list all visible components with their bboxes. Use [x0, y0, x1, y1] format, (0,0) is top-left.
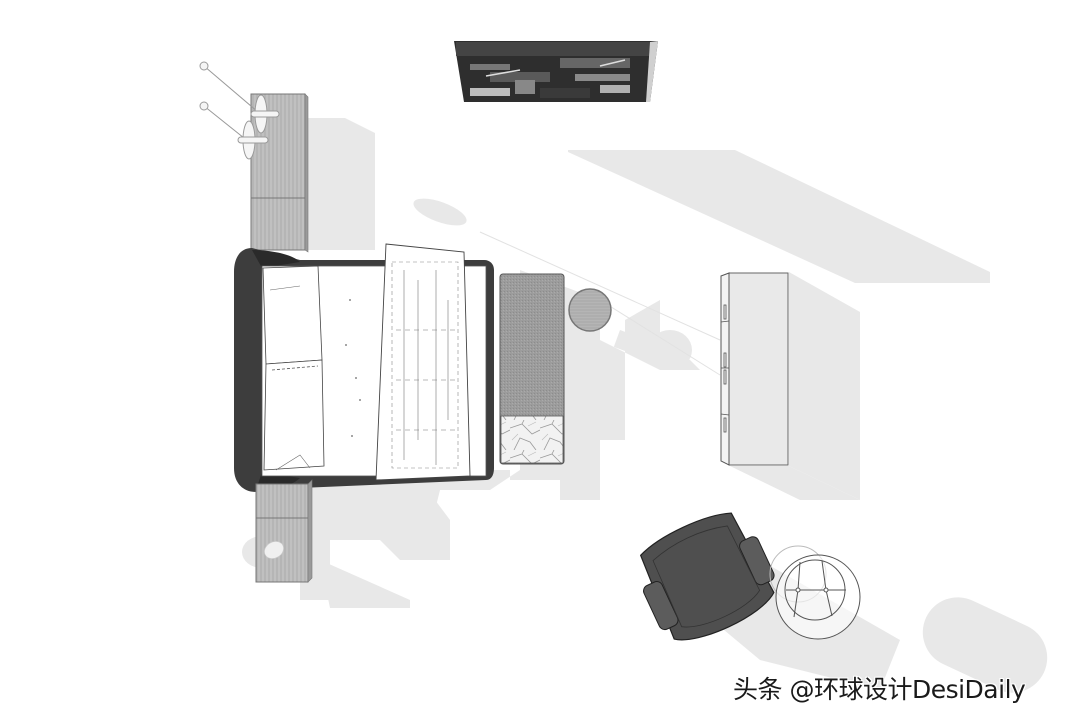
wall-sconces — [199, 61, 280, 160]
light-rays — [479, 231, 721, 376]
watermark-text: 头条 @环球设计DesiDaily — [733, 675, 1026, 704]
patterned-panel — [454, 41, 658, 102]
bench — [499, 273, 565, 465]
round-side-table — [568, 288, 612, 332]
nightstand — [255, 479, 313, 583]
bed — [234, 243, 494, 492]
floor-lamp — [769, 545, 861, 640]
armchair — [639, 512, 775, 641]
wardrobe — [720, 272, 789, 466]
